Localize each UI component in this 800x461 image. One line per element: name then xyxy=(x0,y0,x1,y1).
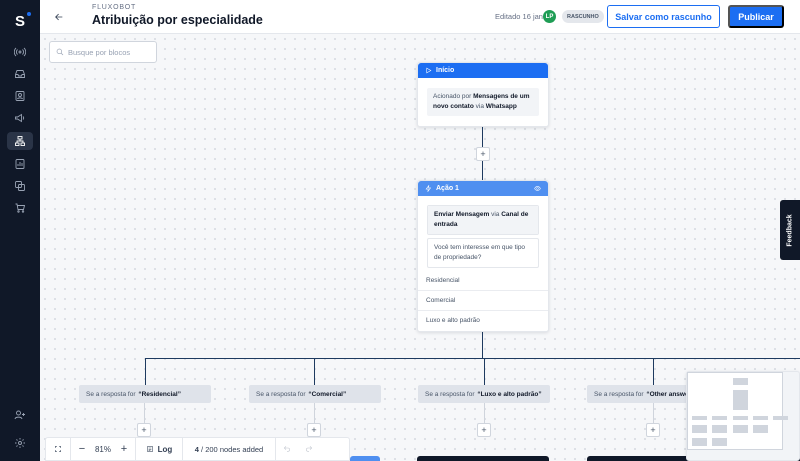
divider xyxy=(70,437,71,461)
page-eyebrow: FLUXOBOT xyxy=(92,4,137,11)
nodes-counter: 4 / 200 nodes added xyxy=(194,444,264,454)
condition-block[interactable]: Se a resposta for “Residencial” xyxy=(79,385,211,403)
minimap-node xyxy=(733,390,748,410)
start-block-header: Início xyxy=(418,63,548,78)
start-block-title: Início xyxy=(436,67,455,74)
canvas-toolbar: − 81% + Log 4 / 200 nodes added xyxy=(45,437,350,461)
connector-line xyxy=(482,332,483,358)
add-user-icon[interactable] xyxy=(8,407,32,423)
edited-date: Editado 16 jan xyxy=(495,12,543,21)
divider xyxy=(275,437,276,461)
play-icon xyxy=(426,67,432,74)
connector-line xyxy=(484,358,485,385)
zoom-out-button[interactable]: − xyxy=(78,443,86,455)
settings-gear-icon[interactable] xyxy=(8,435,32,451)
eye-icon[interactable] xyxy=(534,185,541,192)
connector-line xyxy=(314,403,315,423)
divider xyxy=(182,437,183,461)
reports-icon[interactable] xyxy=(8,156,32,172)
broadcast-icon[interactable] xyxy=(8,44,32,60)
connector-line xyxy=(484,403,485,423)
inbox-icon[interactable] xyxy=(8,66,32,82)
status-badge: RASCUNHO xyxy=(562,10,604,23)
minimap-node xyxy=(733,378,748,385)
minimap-node xyxy=(753,416,768,420)
minimap-node xyxy=(773,416,788,420)
undo-button[interactable] xyxy=(276,437,298,461)
block-search xyxy=(49,41,157,63)
next-block-preview xyxy=(417,456,549,461)
connector-line xyxy=(314,358,315,385)
add-block-button[interactable]: + xyxy=(477,423,491,437)
automation-flow-icon[interactable] xyxy=(7,132,33,150)
minimap-viewport xyxy=(687,372,783,450)
search-icon xyxy=(56,48,64,56)
page-header: FLUXOBOT Atribuição por especialidade Ed… xyxy=(40,0,800,34)
minimap-node xyxy=(712,425,727,433)
flow-canvas[interactable]: Início Acionado por Mensagens de um novo… xyxy=(40,34,800,461)
minimap-node xyxy=(712,438,727,446)
publish-button[interactable]: Publicar xyxy=(728,5,784,28)
minimap-node xyxy=(692,416,707,420)
start-block[interactable]: Início Acionado por Mensagens de um novo… xyxy=(417,62,549,127)
redo-button[interactable] xyxy=(298,437,320,461)
message-text: Você tem interesse em que tipo de propri… xyxy=(427,238,539,268)
minimap[interactable] xyxy=(686,371,800,461)
feedback-label: Feedback xyxy=(786,213,794,247)
templates-icon[interactable] xyxy=(8,178,32,194)
action-block[interactable]: Ação 1 Enviar Mensagem via Canal de entr… xyxy=(417,180,549,332)
back-arrow-icon[interactable] xyxy=(52,10,66,24)
sidebar: S xyxy=(0,0,40,461)
redo-icon xyxy=(306,446,313,452)
fit-view-button[interactable] xyxy=(46,437,70,461)
add-block-button[interactable]: + xyxy=(307,423,321,437)
app-logo[interactable]: S xyxy=(9,10,31,32)
divider xyxy=(135,437,136,461)
minimap-node xyxy=(712,416,727,420)
contacts-icon[interactable] xyxy=(8,88,32,104)
log-icon xyxy=(146,446,153,452)
trigger-description: Acionado por Mensagens de um novo contat… xyxy=(427,88,539,116)
action-description: Enviar Mensagem via Canal de entrada xyxy=(428,206,538,234)
log-button[interactable]: Log xyxy=(136,437,182,461)
reply-option: Residencial xyxy=(418,271,548,291)
minimap-node xyxy=(733,416,748,420)
minimap-node xyxy=(692,425,707,433)
sidebar-nav xyxy=(7,44,33,216)
reply-option: Luxo e alto padrão xyxy=(426,317,480,324)
minimap-node xyxy=(733,425,748,433)
reply-option: Comercial xyxy=(418,291,548,311)
save-draft-button[interactable]: Salvar como rascunho xyxy=(607,5,720,28)
next-block-preview xyxy=(350,456,380,461)
minimap-node xyxy=(753,425,768,433)
add-block-button[interactable]: + xyxy=(476,147,490,161)
search-input[interactable] xyxy=(68,47,156,57)
zoom-in-button[interactable]: + xyxy=(120,443,128,455)
add-block-button[interactable]: + xyxy=(646,423,660,437)
add-block-button[interactable]: + xyxy=(137,423,151,437)
minimap-node xyxy=(692,438,707,446)
lightning-icon xyxy=(425,185,432,192)
condition-block[interactable]: Se a resposta for “Luxo e alto padrão” xyxy=(418,385,550,403)
connector-line xyxy=(145,358,146,385)
cart-icon[interactable] xyxy=(8,200,32,216)
connector-line xyxy=(653,403,654,423)
undo-icon xyxy=(283,446,290,452)
action-block-title: Ação 1 xyxy=(436,185,459,192)
condition-block[interactable]: Se a resposta for “Comercial” xyxy=(249,385,381,403)
next-block-preview xyxy=(587,456,719,461)
connector-line xyxy=(653,358,654,385)
megaphone-icon[interactable] xyxy=(8,110,32,126)
expand-icon xyxy=(55,446,61,452)
reply-options: Residencial Comercial Luxo e alto padrão xyxy=(418,271,548,330)
feedback-tab[interactable]: Feedback xyxy=(780,200,800,260)
connector-line xyxy=(145,358,800,359)
zoom-level: 81% xyxy=(94,444,111,454)
action-block-header: Ação 1 xyxy=(418,181,548,196)
connector-line xyxy=(144,403,145,423)
page-title: Atribuição por especialidade xyxy=(92,13,263,27)
avatar: LP xyxy=(543,10,556,23)
